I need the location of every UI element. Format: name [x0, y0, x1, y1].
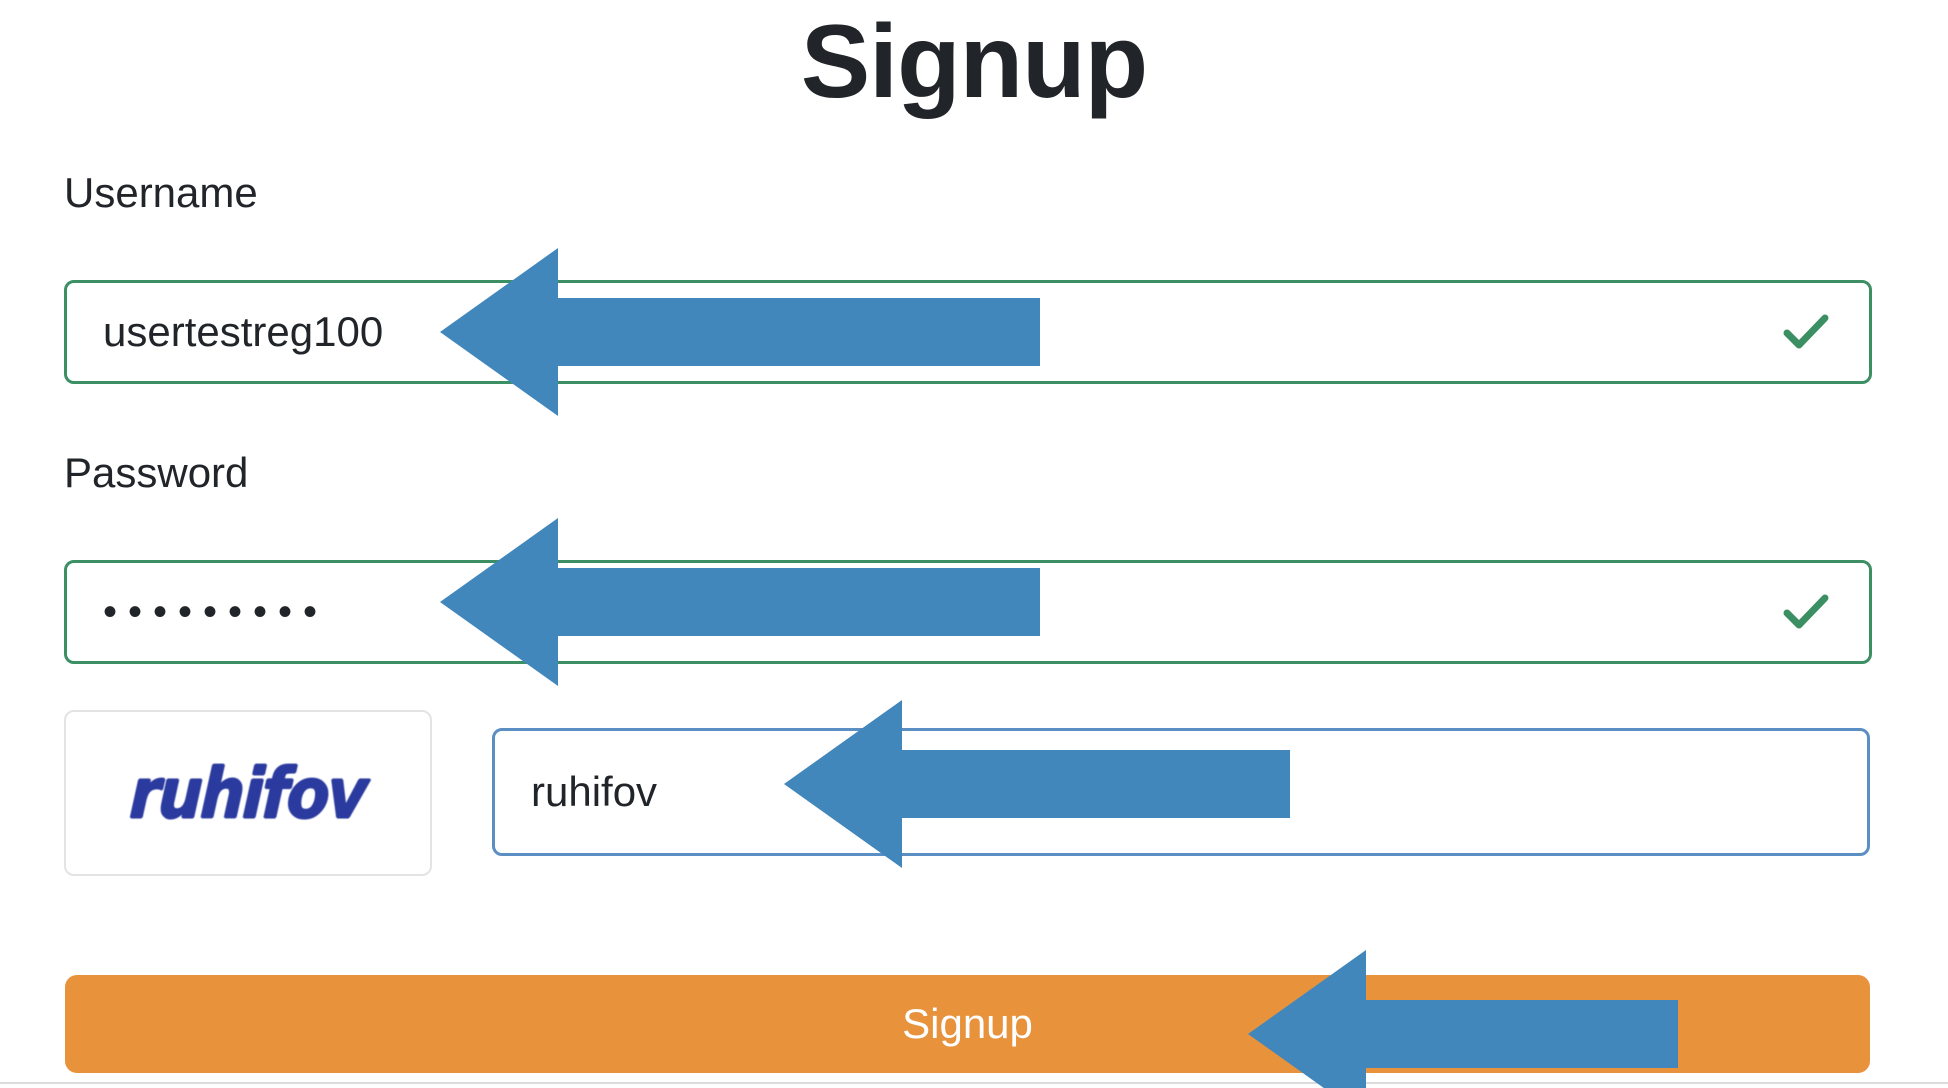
captcha-image: ruhifov [64, 710, 432, 876]
bottom-divider [0, 1082, 1948, 1084]
password-input[interactable]: ••••••••• [64, 560, 1872, 664]
signup-button[interactable]: Signup [65, 975, 1870, 1073]
check-icon [1781, 307, 1831, 357]
page-title: Signup [800, 4, 1148, 120]
captcha-image-text: ruhifov [128, 752, 368, 834]
check-icon [1781, 587, 1831, 637]
username-label: Username [64, 169, 258, 216]
captcha-input[interactable]: ruhifov [492, 728, 1870, 856]
username-input[interactable]: usertestreg100 [64, 280, 1872, 384]
username-input-value: usertestreg100 [103, 308, 384, 355]
password-label: Password [64, 449, 249, 496]
password-input-value: ••••••••• [103, 590, 329, 634]
captcha-input-value: ruhifov [531, 768, 658, 815]
